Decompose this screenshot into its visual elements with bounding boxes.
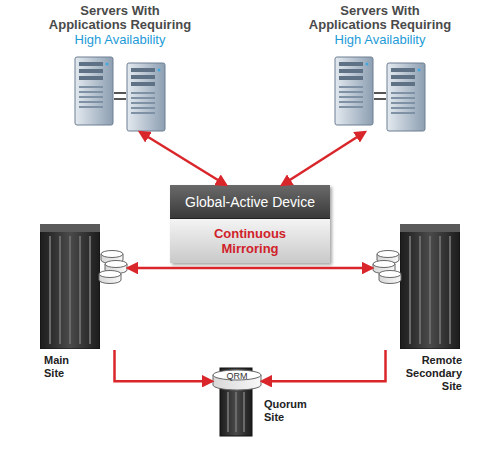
group-heading: Servers With Applications Requiring — [300, 4, 460, 32]
server-icon — [335, 57, 373, 125]
connector-arrow — [115, 350, 213, 381]
site-label: Quorum Site — [264, 398, 314, 424]
disk-label: QRM — [212, 371, 262, 381]
storage-rack — [400, 224, 460, 349]
server-icon — [387, 63, 425, 131]
server-link — [374, 92, 386, 94]
connector-arrow — [140, 132, 226, 185]
server-icon — [75, 57, 113, 125]
disk-icon — [99, 271, 121, 284]
server-group: Servers With Applications RequiringHigh … — [40, 4, 200, 132]
server-link — [114, 92, 126, 94]
box-heading: Global-Active Device — [170, 185, 330, 219]
connector-arrow — [262, 350, 386, 381]
connector-arrow — [128, 267, 372, 270]
server-group: Servers With Applications RequiringHigh … — [300, 4, 460, 132]
device-box: Global-Active DeviceContinuous Mirroring — [170, 185, 330, 263]
group-heading: Servers With Applications Requiring — [40, 4, 200, 32]
quorum-disk-top — [213, 370, 261, 380]
storage-site: Remote Secondary Site — [372, 222, 462, 350]
rack-grille — [235, 392, 237, 432]
site-label: Remote Secondary Site — [392, 354, 462, 393]
rack-grille — [243, 392, 245, 432]
box-body: Continuous Mirroring — [170, 219, 330, 263]
group-subheading: High Availability — [40, 32, 200, 47]
quorum-node: QRMQuorum Site — [212, 368, 262, 434]
server-link — [374, 98, 386, 100]
server-link — [114, 98, 126, 100]
server-icon — [127, 63, 165, 131]
rack-grille — [227, 392, 229, 432]
disk-icon — [379, 271, 401, 284]
connector-arrow — [282, 132, 365, 185]
site-label: Main Site — [44, 354, 84, 380]
storage-site: Main Site — [38, 222, 128, 350]
storage-rack — [40, 224, 100, 349]
group-subheading: High Availability — [300, 32, 460, 47]
